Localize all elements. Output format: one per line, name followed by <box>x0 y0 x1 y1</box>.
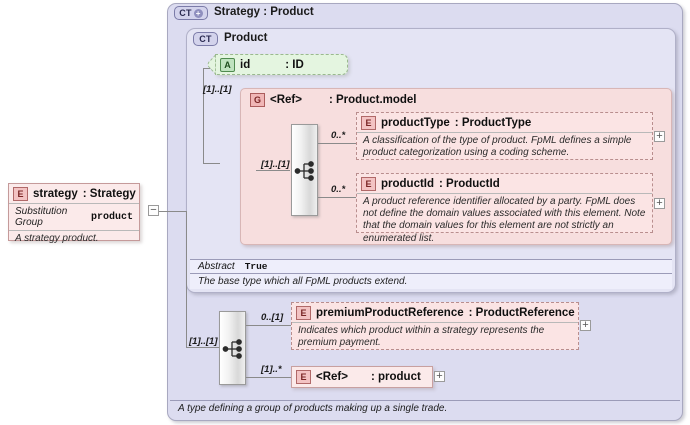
cardinality-upper-sequence: [1]..[1] <box>261 159 290 170</box>
element-strategy-box[interactable]: E strategy : Strategy Substitution Group… <box>8 183 140 244</box>
substitution-group-value: product <box>90 211 133 223</box>
element-product-type-head: E productType : ProductType <box>357 113 652 132</box>
attribute-icon: A <box>220 58 235 72</box>
element-product-type-doc: A classification of the type of product.… <box>357 132 652 162</box>
connector-model-horizontal <box>203 163 220 164</box>
element-icon: E <box>361 177 376 191</box>
element-premium-product-reference-doc: Indicates which product within a strateg… <box>292 322 578 352</box>
connector-id-horizontal <box>203 68 217 69</box>
badge-text-ct: CT <box>179 7 192 18</box>
element-icon: E <box>296 370 311 384</box>
sequence-icon-lower <box>222 339 242 359</box>
substitution-group-label: Substitution Group <box>15 206 68 228</box>
expander-premium-product-reference[interactable]: + <box>580 319 591 331</box>
connector-upper-seq-in <box>256 170 290 171</box>
element-product-ref-type: : product <box>370 371 421 383</box>
element-premium-product-reference-name: premiumProductReference <box>316 307 464 319</box>
cardinality-model-group: [1]..[1] <box>203 84 232 95</box>
cardinality-premium-product-reference: 0..[1] <box>261 312 284 323</box>
element-icon: E <box>13 187 28 201</box>
cardinality-product-id: 0..* <box>331 184 346 195</box>
element-product-id-type: : ProductId <box>439 178 500 190</box>
connector-to-premium-ref <box>246 325 291 326</box>
group-product-model-head: G <Ref> : Product.model <box>246 91 423 109</box>
element-premium-product-reference[interactable]: E premiumProductReference : ProductRefer… <box>291 302 579 350</box>
collapse-toggle-strategy[interactable]: − <box>148 204 159 216</box>
abstract-value: True <box>244 261 268 272</box>
attribute-id-name: id <box>240 59 251 71</box>
sequence-compositor-upper[interactable] <box>291 124 318 216</box>
substitution-group-row: Substitution Group product <box>9 203 139 230</box>
strategy-type-title: Strategy : Product <box>214 6 314 18</box>
group-icon: G <box>250 93 265 107</box>
connector-lower-seq-in <box>186 347 219 348</box>
product-documentation: The base type which all FpML products ex… <box>198 276 408 287</box>
element-product-id-head: E productId : ProductId <box>357 174 652 193</box>
connector-to-product-ref <box>246 377 291 378</box>
cardinality-product-type: 0..* <box>331 130 346 141</box>
element-strategy-head: E strategy : Strategy <box>9 184 139 203</box>
attribute-id-box[interactable]: A id : ID <box>207 54 348 75</box>
abstract-row: Abstract True <box>190 260 672 274</box>
connector-to-product-type <box>318 143 356 144</box>
expander-product-type[interactable]: + <box>654 130 665 142</box>
element-strategy-doc: A strategy product. <box>9 230 139 248</box>
abstract-label: Abstract <box>198 261 235 272</box>
element-product-ref-name: <Ref> <box>316 371 348 383</box>
strategy-type-documentation: A type defining a group of products maki… <box>170 400 680 418</box>
element-product-type-name: productType <box>381 117 450 129</box>
sequence-compositor-lower[interactable] <box>219 311 246 385</box>
element-premium-product-reference-type: : ProductReference <box>468 307 575 319</box>
attribute-id-type: : ID <box>285 59 304 71</box>
expand-plus-icon[interactable]: + <box>193 8 203 18</box>
element-strategy-type: : Strategy <box>82 188 136 200</box>
cardinality-lower-sequence: [1]..[1] <box>189 336 218 347</box>
attribute-id-head: A id : ID <box>216 55 347 74</box>
element-product-id-doc: A product reference identifier allocated… <box>357 193 652 248</box>
element-strategy-name: strategy <box>33 188 78 200</box>
element-product-id-name: productId <box>381 178 435 190</box>
element-product-type[interactable]: E productType : ProductType A classifica… <box>356 112 653 160</box>
complex-type-product-badge[interactable]: CT <box>193 32 218 46</box>
expander-product-id[interactable]: + <box>654 197 665 209</box>
element-icon: E <box>296 306 311 320</box>
connector-strategy-to-type <box>159 211 187 212</box>
connector-product-vertical <box>203 68 204 164</box>
element-icon: E <box>361 116 376 130</box>
complex-type-plus-badge[interactable]: CT+ <box>174 6 208 20</box>
group-ref-type: : Product.model <box>328 94 417 106</box>
connector-strategy-vertical <box>186 211 187 348</box>
element-product-id[interactable]: E productId : ProductId A product refere… <box>356 173 653 244</box>
attribute-notch-icon <box>207 55 216 74</box>
element-premium-product-reference-head: E premiumProductReference : ProductRefer… <box>292 303 578 322</box>
badge-text-ct-product: CT <box>199 33 212 44</box>
sequence-icon-upper <box>294 161 314 181</box>
element-product-type-type: : ProductType <box>454 117 532 129</box>
element-product-ref[interactable]: E <Ref> : product <box>291 366 433 388</box>
product-properties-block: Abstract True The base type which all Fp… <box>190 259 672 289</box>
connector-to-product-id <box>318 197 356 198</box>
cardinality-product-ref: [1]..* <box>261 364 282 375</box>
element-product-ref-head: E <Ref> : product <box>292 367 432 386</box>
expander-product-ref[interactable]: + <box>434 370 445 382</box>
product-type-title: Product <box>224 32 268 44</box>
group-ref-name: <Ref> <box>270 94 302 106</box>
